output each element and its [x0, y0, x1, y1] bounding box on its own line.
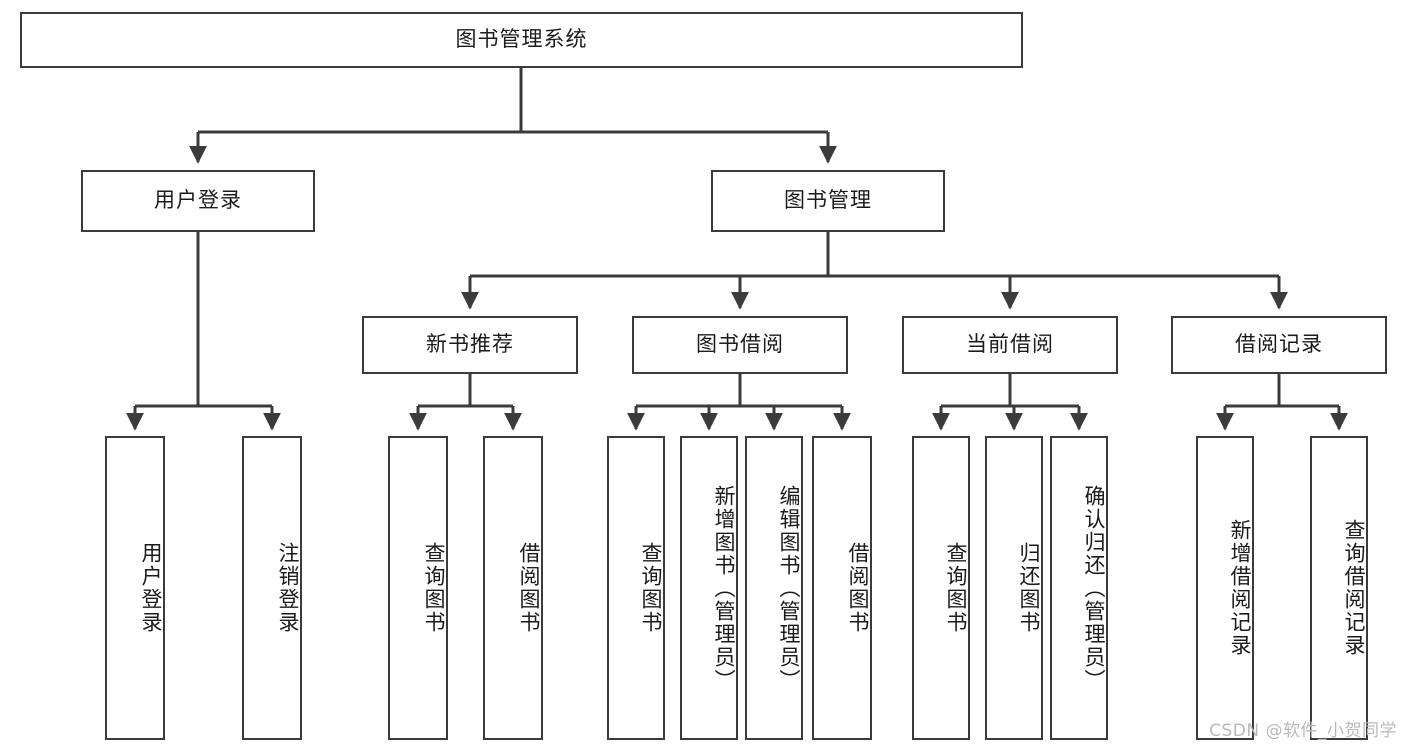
leaves-node[interactable]: 确认归还（管理员）	[1050, 436, 1108, 740]
node-label: 用户登录	[139, 542, 163, 634]
node-label: 注销登录	[276, 542, 300, 634]
root-node[interactable]: 图书管理系统	[20, 12, 1023, 68]
leaves-node[interactable]: 归还图书	[985, 436, 1043, 740]
leaves-node[interactable]: 编辑图书（管理员）	[745, 436, 803, 740]
level3-node[interactable]: 新书推荐	[362, 316, 578, 374]
level2-node[interactable]: 用户登录	[81, 170, 315, 232]
leaves-node[interactable]: 借阅图书	[483, 436, 543, 740]
leaves-node[interactable]: 注销登录	[242, 436, 302, 740]
node-label: 借阅图书	[517, 542, 541, 634]
leaves-node[interactable]: 新增借阅记录	[1196, 436, 1254, 740]
level3-node[interactable]: 图书借阅	[632, 316, 848, 374]
leaves-node[interactable]: 查询图书	[912, 436, 970, 740]
node-label: 查询图书	[944, 542, 968, 634]
node-label: 新增图书（管理员）	[712, 484, 736, 692]
leaves-node[interactable]: 用户登录	[105, 436, 165, 740]
leaves-node[interactable]: 新增图书（管理员）	[680, 436, 738, 740]
level2-node[interactable]: 图书管理	[711, 170, 945, 232]
leaves-node[interactable]: 查询借阅记录	[1310, 436, 1368, 740]
node-label: 新增借阅记录	[1228, 519, 1252, 657]
node-label: 归还图书	[1017, 542, 1041, 634]
leaves-node[interactable]: 借阅图书	[812, 436, 872, 740]
csdn-watermark: CSDN @软件_小贺同学	[1209, 721, 1397, 741]
node-label: 查询图书	[639, 542, 663, 634]
level3-node[interactable]: 当前借阅	[902, 316, 1118, 374]
leaves-node[interactable]: 查询图书	[607, 436, 665, 740]
node-label: 查询图书	[422, 542, 446, 634]
leaves-node[interactable]: 查询图书	[388, 436, 448, 740]
node-label: 编辑图书（管理员）	[777, 484, 801, 692]
node-label: 借阅图书	[846, 542, 870, 634]
node-label: 确认归还（管理员）	[1082, 484, 1106, 692]
node-label: 查询借阅记录	[1342, 519, 1366, 657]
level3-node[interactable]: 借阅记录	[1171, 316, 1387, 374]
